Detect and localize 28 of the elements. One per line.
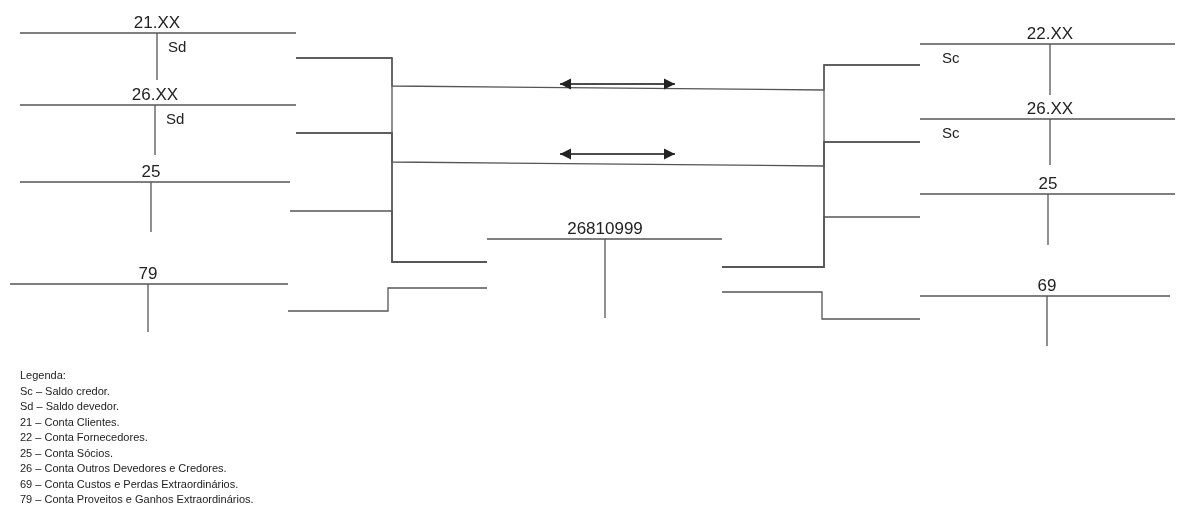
legend-entry: 26 – Conta Outros Devedores e Credores. <box>20 461 228 476</box>
connector-line <box>721 291 921 320</box>
legend-entry: 22 – Conta Fornecedores. <box>20 430 149 445</box>
account-number: 21.XX <box>132 13 182 33</box>
account-number: 25 <box>1037 174 1059 194</box>
account-number: 26810999 <box>566 219 644 239</box>
legend-entry: 25 – Conta Sócios. <box>20 445 114 461</box>
account-number: 26.XX <box>130 85 180 105</box>
connector-line <box>295 57 921 91</box>
legend-title: Legenda: <box>20 368 67 383</box>
account-number: 79 <box>137 264 159 284</box>
account-number: 69 <box>1036 276 1058 296</box>
connector-line <box>289 210 488 263</box>
legend-entry: 69 – Conta Custos e Perdas Extraordinários. <box>20 476 240 492</box>
balance-label: Sc <box>942 124 960 142</box>
account-number: 25 <box>140 162 162 182</box>
balance-label: Sd <box>168 38 187 56</box>
legend-entry: 21 – Conta Clientes. <box>20 414 121 430</box>
connector-line <box>721 216 921 268</box>
account-number: 26.XX <box>1025 99 1075 119</box>
balance-label: Sd <box>166 110 185 128</box>
account-number: 22.XX <box>1025 24 1075 44</box>
connector-line <box>295 132 921 167</box>
legend-entry: Sc – Saldo credor. <box>20 383 111 399</box>
legend-entry: 79 – Conta Proveitos e Ganhos Extraordinários. <box>20 492 254 507</box>
balance-label: Sc <box>942 49 960 67</box>
legend-entry: Sd – Saldo devedor. <box>20 399 121 414</box>
connector-line <box>287 287 488 312</box>
